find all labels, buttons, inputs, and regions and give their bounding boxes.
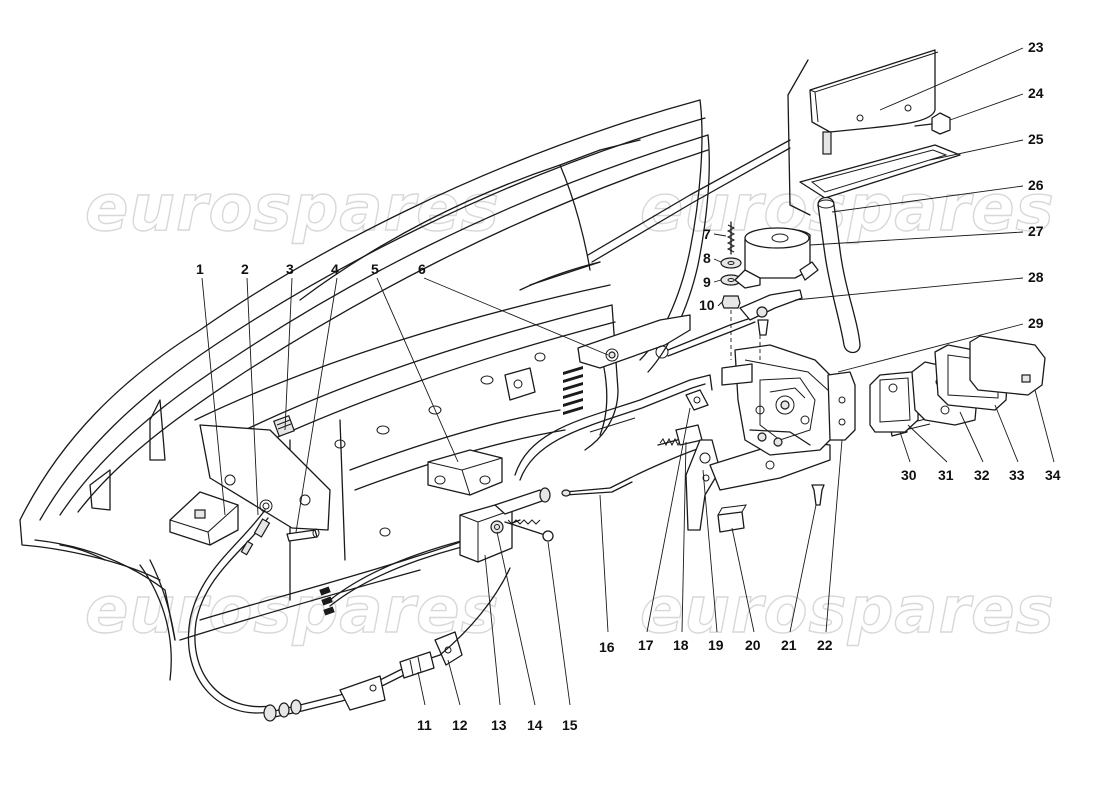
part-6-lever: [577, 314, 761, 369]
part-24-bolt: [914, 112, 951, 135]
part-3-screw: [272, 414, 296, 438]
callout-25: 25: [1028, 131, 1044, 147]
callout-22: 22: [817, 637, 833, 653]
watermark-bottom-left: eurospares: [85, 574, 500, 648]
part-5-handle-box: [427, 449, 503, 496]
callout-27: 27: [1028, 223, 1044, 239]
callout-17: 17: [638, 637, 654, 653]
part-2-mounting-plate: [199, 424, 331, 531]
part-27-motor: [734, 227, 819, 289]
part-14-nut: [490, 520, 504, 534]
part-7-stud: [726, 221, 736, 255]
parts: [169, 49, 1046, 722]
callout-16: 16: [599, 639, 615, 655]
part-8-washer: [720, 257, 742, 269]
part-20-block: [717, 504, 747, 533]
callout-4: 4: [331, 261, 339, 277]
callout-23: 23: [1028, 39, 1044, 55]
callout-14: 14: [527, 717, 543, 733]
callout-24: 24: [1028, 85, 1044, 101]
part-25-gasket: [799, 144, 961, 199]
part-18-block: [675, 424, 703, 446]
callout-labels: 1 2 3 4 5 6 7 8 9 10 11 12 13 14 15 16 1…: [196, 39, 1061, 733]
callout-34: 34: [1045, 467, 1061, 483]
part-34-plate: [969, 335, 1046, 396]
callout-5: 5: [371, 261, 379, 277]
part-13-actuator: [459, 487, 551, 563]
callout-20: 20: [745, 637, 761, 653]
callout-26: 26: [1028, 177, 1044, 193]
callout-33: 33: [1009, 467, 1025, 483]
vent-slots: [563, 366, 583, 415]
cable-assembly: [187, 509, 511, 722]
callout-18: 18: [673, 637, 689, 653]
callout-29: 29: [1028, 315, 1044, 331]
callout-12: 12: [452, 717, 468, 733]
callout-31: 31: [938, 467, 954, 483]
part-23-cover: [809, 49, 939, 155]
callout-2: 2: [241, 261, 249, 277]
callout-8: 8: [703, 250, 711, 266]
part-15-screw: [504, 519, 554, 542]
callout-10: 10: [699, 297, 715, 313]
part-10-nut: [721, 295, 741, 309]
callout-15: 15: [562, 717, 578, 733]
part-31-hinge-bracket: [869, 371, 919, 433]
callout-11: 11: [417, 717, 432, 733]
part-17-clip: [685, 389, 709, 411]
part-26-hose: [817, 196, 861, 354]
callout-21: 21: [781, 637, 797, 653]
callout-13: 13: [491, 717, 507, 733]
watermark-top-left: eurospares: [85, 172, 500, 246]
callout-30: 30: [901, 467, 917, 483]
part-22-plate: [827, 371, 856, 441]
watermark-bottom-right: eurospares: [640, 574, 1055, 648]
part-19-release-lever: [685, 439, 831, 531]
part-21-screw: [811, 484, 825, 506]
part-28-link: [739, 289, 803, 336]
callout-19: 19: [708, 637, 724, 653]
part-22-latch-mechanism: [721, 344, 841, 456]
callout-7: 7: [703, 226, 711, 242]
part-16-rod: [561, 447, 701, 497]
leader-lines: [201, 47, 1055, 706]
callout-6: 6: [418, 261, 426, 277]
callout-3: 3: [286, 261, 294, 277]
callout-32: 32: [974, 467, 990, 483]
callout-28: 28: [1028, 269, 1044, 285]
callout-9: 9: [703, 274, 711, 290]
part-1-bracket: [169, 491, 239, 546]
part-4-pin: [286, 528, 320, 542]
callout-1: 1: [196, 261, 204, 277]
